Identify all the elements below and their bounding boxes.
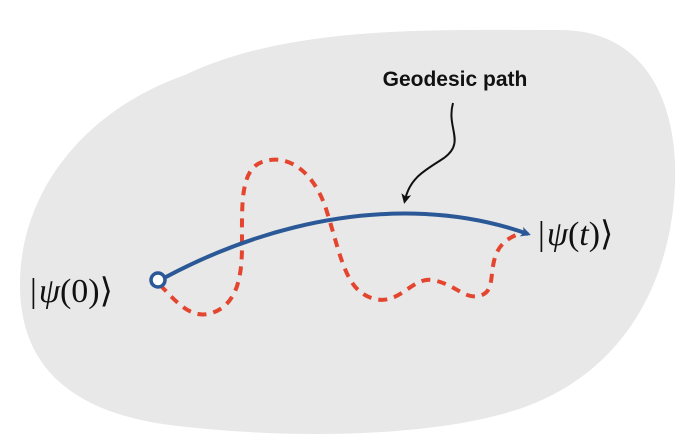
final-state-label: |ψ(t)⟩ [538,216,613,253]
annotation-arrow [401,102,456,204]
final-ket-close: ⟩ [600,216,613,253]
initial-ket-arg: (0) [60,273,100,310]
initial-ket-bar: | [30,273,37,310]
initial-ket-close: ⟩ [100,273,113,310]
final-ket-bar: | [538,216,545,253]
final-ket-arg: t [579,216,590,253]
initial-state-marker [149,271,167,289]
geodesic-path [163,211,531,280]
final-ket-open-paren: ( [568,216,579,253]
geodesic-path-label: Geodesic path [383,68,528,91]
initial-ket-psi: ψ [39,273,61,310]
state-space-region [19,29,676,434]
final-ket-psi: ψ [547,216,569,253]
final-ket-close-paren: ) [589,216,600,253]
non-geodesic-path [158,157,523,317]
initial-state-label: |ψ(0)⟩ [30,273,113,310]
